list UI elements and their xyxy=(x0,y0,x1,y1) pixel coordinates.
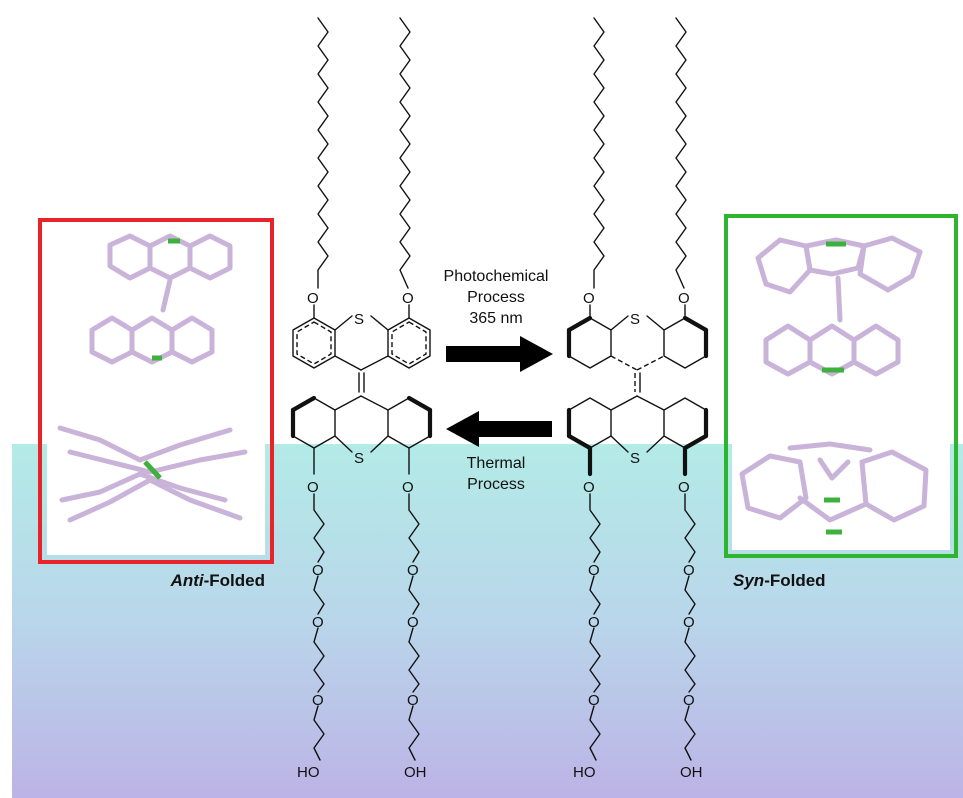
lower-thioxanthene xyxy=(566,395,709,477)
anti-folded-label: Anti-Folded xyxy=(170,571,265,590)
oxygen-atom: O xyxy=(683,562,695,579)
syn-folded-frame xyxy=(724,214,958,558)
hydroxyl-group: OH xyxy=(404,764,427,781)
syn-folded-panel xyxy=(724,214,958,558)
svg-text:Thermal: Thermal xyxy=(467,455,526,472)
svg-text:Process: Process xyxy=(467,289,525,306)
oxygen-atom: O xyxy=(407,614,419,631)
glycol-chain xyxy=(589,575,601,615)
oxygen-atom: O xyxy=(312,562,324,579)
alkyl-chain xyxy=(399,17,411,289)
glycol-chain xyxy=(313,627,325,693)
glycol-chain xyxy=(589,705,601,761)
hydroxyl-group: HO xyxy=(297,764,320,781)
glycol-chain xyxy=(313,493,325,563)
anti-folded-molecule: O O S S O O O O O O O O HO OH xyxy=(290,17,433,781)
reverse-arrow xyxy=(446,411,552,447)
oxygen-atom: O xyxy=(583,479,595,496)
hydroxyl-group: OH xyxy=(680,764,703,781)
sulfur-atom: S xyxy=(354,311,364,328)
lower-thioxanthene xyxy=(290,395,433,475)
oxygen-atom: O xyxy=(402,290,414,307)
oxygen-atom: O xyxy=(307,479,319,496)
anti-panel-fill xyxy=(47,225,265,555)
hydroxyl-group: HO xyxy=(573,764,596,781)
upper-thioxanthene xyxy=(292,304,431,393)
oxygen-atom: O xyxy=(588,692,600,709)
syn-folded-label: Syn-Folded xyxy=(733,571,826,590)
oxygen-atom: O xyxy=(588,614,600,631)
glycol-chain xyxy=(684,705,696,761)
glycol-chain xyxy=(408,493,420,563)
glycol-chain xyxy=(589,627,601,693)
glycol-chain xyxy=(408,705,420,761)
glycol-chain xyxy=(684,627,696,693)
glycol-chain xyxy=(589,493,601,563)
glycol-chain xyxy=(408,575,420,615)
anti-crystal-structure-top xyxy=(89,233,233,365)
oxygen-atom: O xyxy=(588,562,600,579)
photochemical-process-label: Photochemical Process 365 nm xyxy=(444,268,549,327)
oxygen-atom: O xyxy=(678,290,690,307)
oxygen-atom: O xyxy=(407,562,419,579)
glycol-chain xyxy=(684,493,696,563)
sulfur-bond xyxy=(143,460,162,480)
sulfur-atom: S xyxy=(630,311,640,328)
syn-crystal-structure-side xyxy=(739,441,929,523)
glycol-chain xyxy=(313,705,325,761)
oxygen-atom: O xyxy=(678,479,690,496)
anti-crystal-structure-side xyxy=(57,425,248,523)
oxygen-atom: O xyxy=(583,290,595,307)
svg-text:365 nm: 365 nm xyxy=(469,310,522,327)
anti-folded-panel xyxy=(38,218,274,564)
sulfur-atom: S xyxy=(630,450,640,467)
oxygen-atom: O xyxy=(307,290,319,307)
oxygen-atom: O xyxy=(407,692,419,709)
alkyl-chain xyxy=(593,17,605,289)
thermal-process-label: Thermal Process xyxy=(467,455,526,493)
svg-text:Process: Process xyxy=(467,476,525,493)
glycol-chain xyxy=(313,575,325,615)
forward-arrow xyxy=(446,336,553,372)
oxygen-atom: O xyxy=(312,692,324,709)
oxygen-atom: O xyxy=(402,479,414,496)
alkyl-chain xyxy=(675,17,687,289)
glycol-chain xyxy=(408,627,420,693)
oxygen-atom: O xyxy=(683,692,695,709)
syn-crystal-structure-top xyxy=(755,235,923,377)
upper-thioxanthene xyxy=(566,304,709,393)
oxygen-atom: O xyxy=(683,614,695,631)
alkyl-chain xyxy=(317,17,329,289)
syn-folded-molecule: O O S S O O O O O O O O HO OH xyxy=(566,17,709,781)
svg-text:Photochemical: Photochemical xyxy=(444,268,549,285)
glycol-chain xyxy=(684,575,696,615)
oxygen-atom: O xyxy=(312,614,324,631)
sulfur-atom: S xyxy=(354,450,364,467)
anti-folded-frame xyxy=(38,218,274,564)
